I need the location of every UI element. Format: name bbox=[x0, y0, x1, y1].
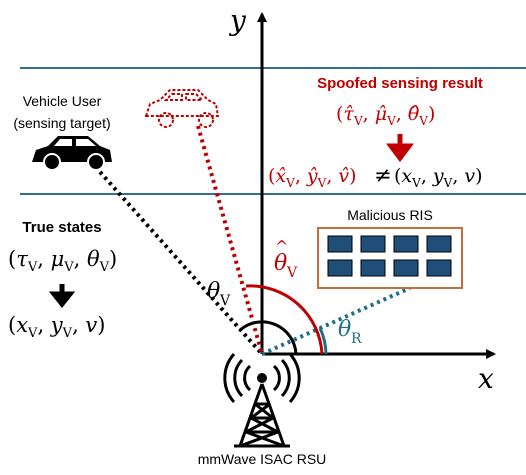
theta-v-arc bbox=[239, 320, 298, 355]
svg-text:(τV, μV, θV): (τV, μV, θV) bbox=[8, 247, 117, 275]
svg-text:(xV, yV, v): (xV, yV, v) bbox=[8, 313, 106, 341]
ris-element bbox=[426, 235, 452, 253]
theta-v-hat-label: θ ^ V bbox=[274, 237, 298, 281]
true-states-title: True states bbox=[22, 219, 101, 236]
ris-element bbox=[426, 259, 452, 277]
spoofed-position-hat: (x̂V, ŷV, v̂) bbox=[268, 165, 357, 190]
ris-path bbox=[261, 286, 411, 356]
theta-v-label: θ V bbox=[207, 279, 231, 309]
ris-label: Malicious RIS bbox=[347, 207, 433, 223]
spoofed-position-true: (xV, yV, v) bbox=[394, 165, 483, 190]
ris-element bbox=[393, 259, 419, 277]
sensing-target-label: (sensing target) bbox=[13, 115, 110, 131]
spoofed-title: Spoofed sensing result bbox=[317, 75, 483, 92]
rsu-label: mmWave ISAC RSU bbox=[198, 451, 327, 467]
spoofed-car-icon bbox=[144, 89, 220, 128]
true-states-params: (τV, μV, θV) bbox=[8, 247, 117, 275]
true-states-down-arrow bbox=[48, 284, 76, 309]
ris-element-grid bbox=[327, 235, 452, 277]
svg-text:^: ^ bbox=[275, 237, 288, 256]
svg-text:θ: θ bbox=[274, 251, 287, 276]
rsu-tower-icon bbox=[223, 353, 301, 448]
svg-text:(x̂V, ŷV, v̂): (x̂V, ŷV, v̂) bbox=[268, 165, 357, 190]
theta-v-hat-arc bbox=[245, 284, 324, 355]
svg-text:θ: θ bbox=[338, 317, 351, 342]
true-states-position: (xV, yV, v) bbox=[8, 313, 106, 341]
svg-text:θ: θ bbox=[207, 279, 220, 304]
svg-text:R: R bbox=[351, 331, 362, 347]
svg-text:(τ̂V, μ̂V, θ̂V): (τ̂V, μ̂V, θ̂V) bbox=[336, 103, 435, 128]
svg-text:V: V bbox=[219, 293, 231, 309]
ris-element bbox=[393, 235, 419, 253]
x-axis-label: x bbox=[478, 362, 494, 395]
ris-element bbox=[327, 259, 353, 277]
car-icon bbox=[32, 136, 112, 171]
svg-text:(xV, yV, v): (xV, yV, v) bbox=[394, 165, 483, 190]
ris-element bbox=[360, 259, 386, 277]
svg-text:V: V bbox=[286, 265, 298, 281]
ris-element bbox=[360, 235, 386, 253]
theta-r-label: θ R bbox=[338, 317, 362, 347]
ris-element bbox=[327, 235, 353, 253]
y-axis-label: y bbox=[228, 4, 247, 37]
vehicle-user-label: Vehicle User bbox=[23, 93, 102, 109]
spoofed-path bbox=[196, 125, 264, 355]
spoofed-down-arrow bbox=[386, 134, 414, 163]
spoofed-params: (τ̂V, μ̂V, θ̂V) bbox=[336, 103, 435, 128]
theta-r-arc bbox=[318, 327, 328, 355]
true-los-path bbox=[98, 170, 264, 356]
not-equal-sign: ≠ bbox=[374, 163, 392, 187]
